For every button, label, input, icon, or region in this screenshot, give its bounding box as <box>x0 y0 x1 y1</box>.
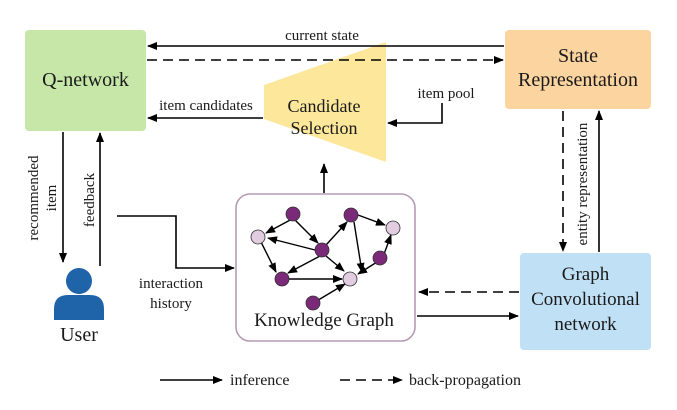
kg-node-light <box>385 220 401 236</box>
state-representation-node: State Representation <box>505 30 651 109</box>
candidate-selection-shape <box>264 42 386 162</box>
legend-backprop-label: back-propagation <box>409 372 521 389</box>
kg-edge <box>267 236 316 251</box>
state-representation-label-line1: State <box>558 45 598 67</box>
kg-node-dark <box>305 295 321 311</box>
label-item-pool: item pool <box>417 86 474 102</box>
user-icon-body <box>54 295 104 320</box>
user-label: User <box>60 324 98 346</box>
label-recommended: recommended <box>26 155 42 240</box>
state-representation-box <box>505 30 651 109</box>
candidate-selection-node: Candidate Selection <box>264 42 386 162</box>
label-current-state: current state <box>285 28 359 44</box>
gcn-box <box>520 253 651 350</box>
kg-edge <box>353 221 365 273</box>
gcn-label-line1: Graph <box>562 264 610 285</box>
kg-edge <box>287 255 321 274</box>
label-item: item <box>44 184 60 211</box>
label-history: history <box>150 296 192 312</box>
legend: inference back-propagation <box>160 372 521 389</box>
kg-edge <box>259 239 277 273</box>
edges <box>59 42 603 320</box>
kg-node-dark <box>343 207 359 223</box>
user-icon <box>54 268 104 320</box>
label-feedback: feedback <box>82 172 98 227</box>
kg-node-light <box>342 271 358 287</box>
edge-item-pool <box>387 103 443 127</box>
kg-node-dark <box>285 206 301 222</box>
kg-edge <box>265 218 293 234</box>
gcn-label-line3: network <box>554 314 617 335</box>
q-network-box <box>25 30 146 131</box>
candidate-selection-label-line2: Selection <box>291 118 358 138</box>
kg-edge <box>294 219 319 244</box>
gcn-node: Graph Convolutional network <box>520 253 651 350</box>
edge-interaction-history <box>117 215 235 272</box>
kg-node-dark <box>372 250 388 266</box>
kg-nodes <box>250 206 401 311</box>
kg-edge <box>325 255 345 272</box>
user-node: User <box>54 268 104 346</box>
kg-edge <box>325 221 348 246</box>
label-entity-representation: entity representation <box>575 122 591 245</box>
label-interaction: interaction <box>139 276 204 292</box>
candidate-selection-label-line1: Candidate <box>288 96 361 116</box>
user-icon-head <box>66 268 92 294</box>
kg-node-light <box>250 229 266 245</box>
kg-node-dark <box>274 271 290 287</box>
legend-inference-label: inference <box>230 372 290 389</box>
state-representation-label-line2: Representation <box>518 69 638 91</box>
q-network-node: Q-network <box>25 30 146 131</box>
kg-edge <box>357 214 386 226</box>
gcn-label-line2: Convolutional <box>531 289 640 310</box>
kg-edge <box>357 261 378 275</box>
knowledge-graph-label: Knowledge Graph <box>254 310 394 331</box>
knowledge-graph-node: Knowledge Graph <box>235 193 416 342</box>
knowledge-graph-box <box>235 193 416 342</box>
q-network-label: Q-network <box>42 69 129 91</box>
kg-edge <box>314 283 346 303</box>
label-item-candidates: item candidates <box>159 98 253 114</box>
kg-node-dark <box>314 242 330 258</box>
